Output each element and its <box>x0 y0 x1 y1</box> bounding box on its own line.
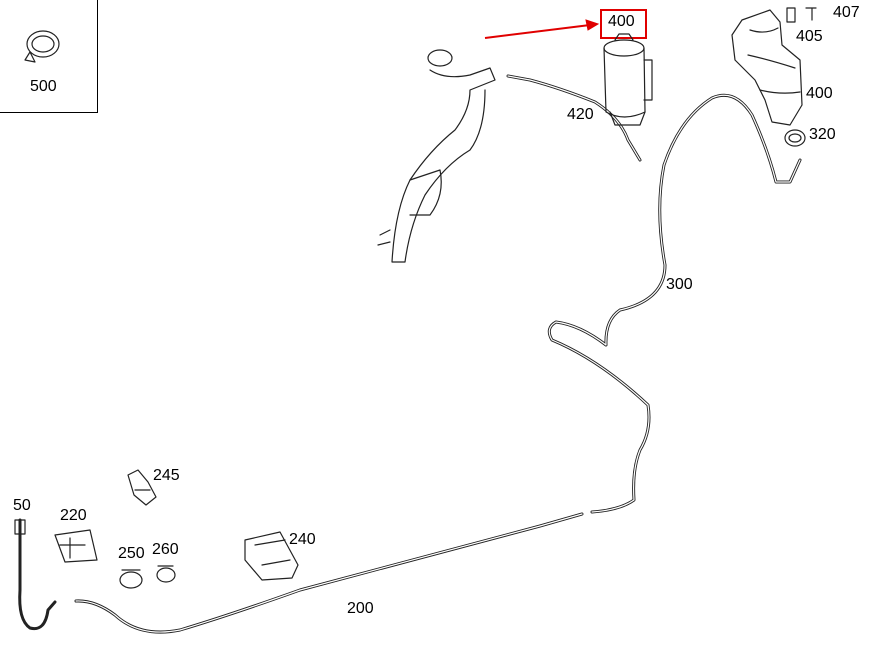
part-label-405[interactable]: 405 <box>796 28 823 45</box>
part-label-50[interactable]: 50 <box>13 497 31 514</box>
pipe-300 <box>547 93 802 514</box>
part-label-420[interactable]: 420 <box>567 106 594 123</box>
filler-neck-drawing <box>377 49 496 263</box>
part-label-200[interactable]: 200 <box>347 600 374 617</box>
part-label-407[interactable]: 407 <box>833 4 860 21</box>
part-label-250[interactable]: 250 <box>118 545 145 562</box>
part-label-320[interactable]: 320 <box>809 126 836 143</box>
clip-245-drawing <box>127 469 157 506</box>
highlighted-callout-box <box>600 9 647 39</box>
inset-part-500 <box>0 0 98 113</box>
part-label-300[interactable]: 300 <box>666 276 693 293</box>
part-label-400-highlighted[interactable]: 400 <box>608 13 635 30</box>
clamp-260-drawing <box>156 565 176 583</box>
part-label-220[interactable]: 220 <box>60 507 87 524</box>
bracket-220-drawing <box>54 529 98 563</box>
part-label-240[interactable]: 240 <box>289 531 316 548</box>
part-label-500[interactable]: 500 <box>30 78 57 95</box>
clamp-250-drawing <box>119 569 143 589</box>
pipe-200 <box>74 512 584 634</box>
part-label-245[interactable]: 245 <box>153 467 180 484</box>
highlight-arrow <box>484 19 600 39</box>
part-label-260[interactable]: 260 <box>152 541 179 558</box>
canister-400-right-drawing <box>731 7 817 147</box>
canister-400-drawing <box>603 33 653 126</box>
part-label-400[interactable]: 400 <box>806 85 833 102</box>
connector-240-drawing <box>244 531 299 581</box>
clamp-500-drawing <box>24 30 60 63</box>
hose-50 <box>18 518 57 631</box>
